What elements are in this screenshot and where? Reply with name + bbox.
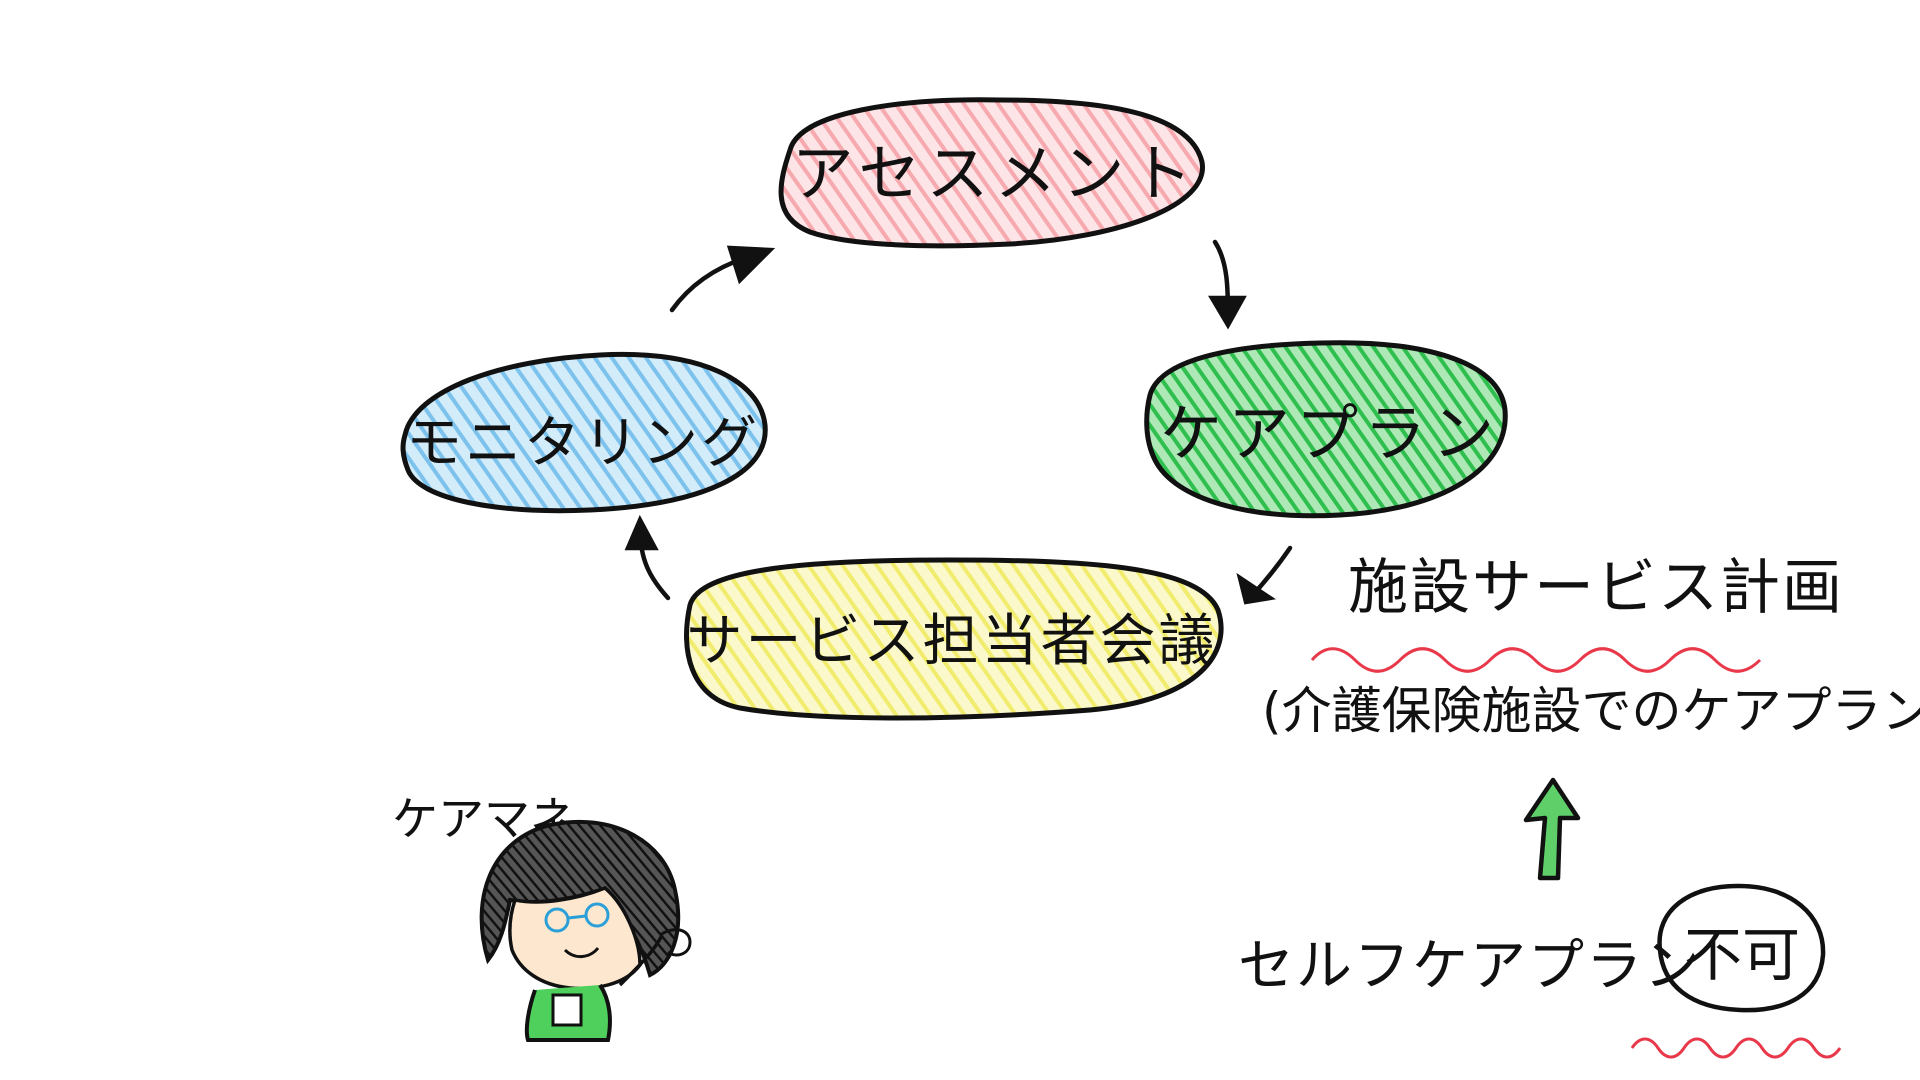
arrow-monitoring-to-assessment	[669, 245, 776, 313]
node-careplan: ケアプラン	[1144, 340, 1508, 519]
not-allowed-circle	[1657, 883, 1826, 1013]
node-assessment: アセスメント	[778, 97, 1205, 249]
facility-plan-underline	[1310, 647, 1762, 673]
arrow-meeting-to-monitoring	[624, 514, 671, 601]
node-monitoring: モニタリング	[400, 351, 768, 514]
node-meeting-label: サービス担当者会議	[687, 609, 1218, 674]
facility-plan-note: 施設サービス計画 (介護保険施設でのケアプラン)	[1262, 553, 1920, 740]
not-allowed-wave	[1630, 1037, 1842, 1059]
caremanager-avatar-icon	[479, 819, 692, 1042]
arrow-assessment-to-careplan	[1208, 239, 1247, 330]
up-arrow-green	[1523, 777, 1581, 881]
node-monitoring-label: モニタリング	[406, 411, 760, 476]
facility-plan-title: 施設サービス計画	[1348, 553, 1844, 623]
facility-plan-subtitle: (介護保険施設でのケアプラン)	[1262, 682, 1920, 740]
selfplan-label: セルフケアプラン	[1238, 934, 1702, 999]
node-assessment-label: アセスメント	[792, 137, 1199, 210]
selfplan-note: セルフケアプラン 不可	[1238, 777, 1842, 1059]
arrow-careplan-to-meeting	[1236, 545, 1293, 605]
node-careplan-label: ケアプラン	[1160, 397, 1500, 470]
not-allowed-badge: 不可	[1684, 921, 1800, 989]
node-meeting: サービス担当者会議	[684, 557, 1224, 721]
caremanager: ケアマネ	[392, 792, 692, 1042]
